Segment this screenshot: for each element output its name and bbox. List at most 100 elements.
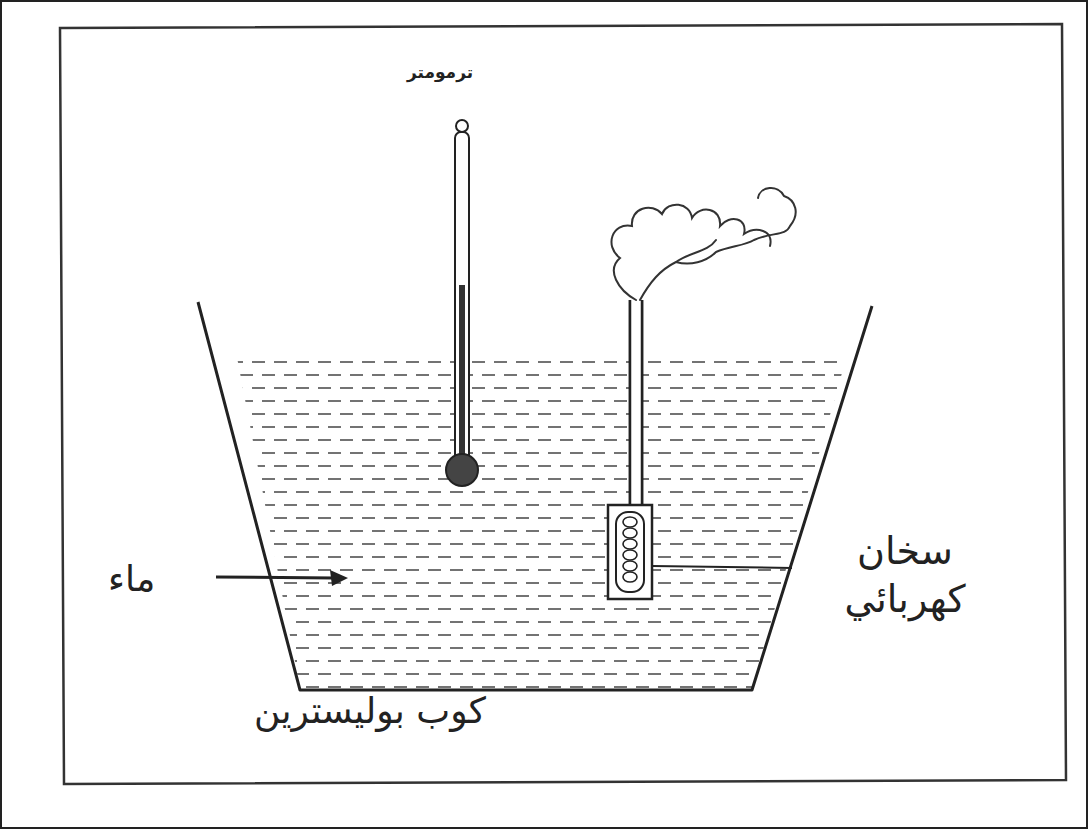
water-dash (450, 543, 463, 545)
water-dash (746, 530, 759, 532)
water-dash (570, 634, 583, 636)
water-dash (526, 400, 539, 402)
water-dash (494, 647, 507, 649)
water-dash (570, 608, 583, 610)
water-dash (262, 634, 275, 636)
water-dash (504, 374, 517, 376)
water-dash (834, 426, 847, 428)
water-dash (846, 569, 859, 571)
water-dash (582, 439, 595, 441)
water-dash (284, 374, 297, 376)
water-dash (230, 491, 243, 493)
water-dash (318, 647, 331, 649)
water-dash (240, 634, 253, 636)
water-dash (416, 556, 429, 558)
water-dash (834, 634, 847, 636)
water-dash (570, 426, 583, 428)
water-dash (262, 504, 275, 506)
water-dash (284, 686, 297, 688)
water-dash (812, 504, 825, 506)
water-dash (604, 491, 617, 493)
water-dash (438, 634, 451, 636)
water-dash (306, 530, 319, 532)
water-dash (362, 543, 375, 545)
water-dash (350, 582, 363, 584)
water-dash (340, 387, 353, 389)
water-dash (328, 608, 341, 610)
water-dash (768, 426, 781, 428)
water-dash (680, 582, 693, 584)
water-dash (230, 517, 243, 519)
water-dash (482, 556, 495, 558)
water-dash (834, 556, 847, 558)
water-dash (604, 673, 617, 675)
water-dash (560, 673, 573, 675)
water-dash (846, 491, 859, 493)
water-dash (812, 374, 825, 376)
water-dash (834, 660, 847, 662)
water-dash (296, 673, 309, 675)
water-dash (648, 465, 661, 467)
water-dash (692, 439, 705, 441)
water-dash (340, 543, 353, 545)
water-dash (582, 387, 595, 389)
water-dash (516, 621, 529, 623)
water-dash (516, 673, 529, 675)
water-dash (538, 569, 551, 571)
water-dash (570, 660, 583, 662)
water-dash (746, 660, 759, 662)
water-dash (592, 608, 605, 610)
water-dash (648, 647, 661, 649)
water-dash (340, 491, 353, 493)
water-dash (328, 556, 341, 558)
water-dash (780, 621, 793, 623)
water-dash (548, 686, 561, 688)
coil-turn (623, 561, 637, 571)
water-dash (230, 621, 243, 623)
water-dash (394, 400, 407, 402)
water-dash (384, 569, 397, 571)
water-dash (516, 413, 529, 415)
water-dash (384, 621, 397, 623)
water-dash (758, 517, 771, 519)
water-dash (680, 660, 693, 662)
water-dash (274, 465, 287, 467)
water-dash (416, 660, 429, 662)
water-dash (384, 439, 397, 441)
water-dash (714, 387, 727, 389)
water-dash (504, 556, 517, 558)
mercury-column (459, 285, 465, 465)
water-dash (394, 452, 407, 454)
water-dash (482, 426, 495, 428)
water-dash (570, 400, 583, 402)
water-dash (416, 426, 429, 428)
water-dash (494, 413, 507, 415)
thermometer-label: ترمومتر (407, 62, 473, 83)
water-dash (306, 660, 319, 662)
water-dash (614, 452, 627, 454)
water-dash (240, 556, 253, 558)
water-dash (428, 621, 441, 623)
water-dash (670, 413, 683, 415)
water-dash (758, 387, 771, 389)
water-dash (362, 595, 375, 597)
water-dash (296, 413, 309, 415)
water-dash (724, 374, 737, 376)
water-dash (636, 634, 649, 636)
water-dash (658, 374, 671, 376)
water-dash (758, 595, 771, 597)
water-dash (306, 634, 319, 636)
heater-inner (616, 512, 644, 592)
water-dash (494, 543, 507, 545)
water-dash (714, 439, 727, 441)
water-dash (372, 426, 385, 428)
water-dash (482, 400, 495, 402)
water-dash (394, 686, 407, 688)
water-dash (702, 634, 715, 636)
water-dash (560, 491, 573, 493)
water-dash (790, 478, 803, 480)
water-dash (460, 582, 473, 584)
water-dash (406, 621, 419, 623)
water-dash (252, 361, 265, 363)
water-dash (626, 647, 639, 649)
